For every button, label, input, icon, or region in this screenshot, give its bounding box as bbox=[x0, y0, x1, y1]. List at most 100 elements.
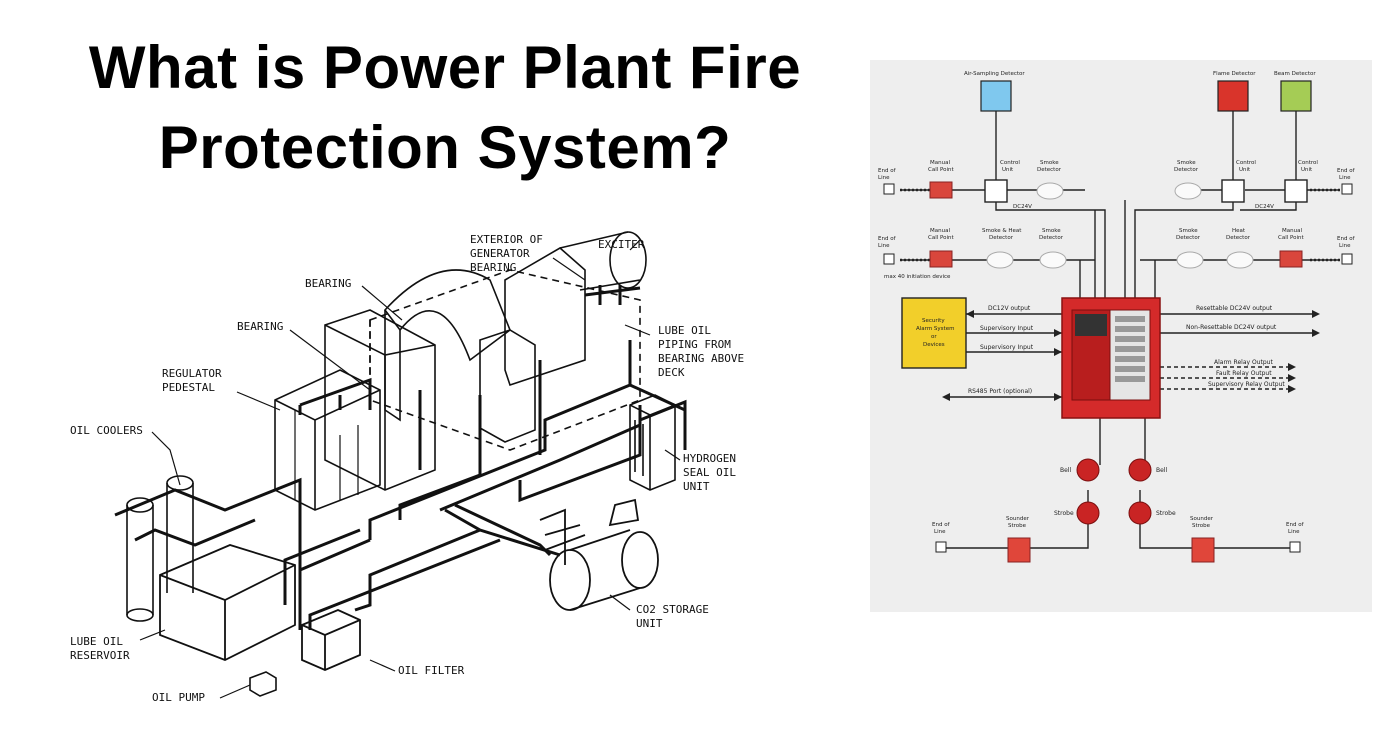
end-of-line-box-2 bbox=[1341, 183, 1353, 195]
end-of-line-box-5 bbox=[935, 541, 947, 553]
manual-call-point-1 bbox=[929, 181, 953, 199]
label-reservoir-2: RESERVOIR bbox=[70, 649, 130, 662]
manual-call-point-2 bbox=[929, 250, 953, 268]
label-sounder-2b: Strobe bbox=[1192, 523, 1211, 529]
lube-oil-piping bbox=[114, 285, 687, 630]
security-alarm-box bbox=[901, 297, 967, 369]
sounder-strobe-2 bbox=[1191, 537, 1215, 563]
label-mcp-2b: Call Point bbox=[928, 235, 955, 241]
label-cu-1b: Unit bbox=[1002, 167, 1014, 173]
label-sd-3b: Detector bbox=[1039, 235, 1064, 241]
label-sd-1b: Detector bbox=[1037, 167, 1062, 173]
label-strobe-1: Strobe bbox=[1054, 510, 1074, 517]
label-sd-4a: Smoke bbox=[1179, 228, 1198, 234]
control-unit-3 bbox=[1284, 179, 1308, 203]
label-bell-1: Bell bbox=[1060, 467, 1071, 474]
label-bearing-mid: BEARING bbox=[237, 320, 283, 333]
label-regulator-1: REGULATOR bbox=[162, 367, 222, 380]
label-dc24v-1: DC24V bbox=[1013, 204, 1032, 210]
label-eol-3a: End of bbox=[878, 236, 897, 242]
label-eol-4a: End of bbox=[1337, 236, 1356, 242]
page-title: What is Power Plant Fire Protection Syst… bbox=[20, 28, 870, 188]
label-hydrogen-1: HYDROGEN bbox=[683, 452, 736, 465]
label-co2-1: CO2 STORAGE bbox=[636, 603, 709, 616]
oil-filter bbox=[301, 609, 361, 671]
smoke-heat-detector bbox=[986, 251, 1014, 269]
label-hydrogen-2: SEAL OIL bbox=[683, 466, 736, 479]
label-sounder-2a: Sounder bbox=[1190, 516, 1214, 522]
label-oil-filter: OIL FILTER bbox=[398, 664, 465, 677]
label-regulator-2: PEDESTAL bbox=[162, 381, 215, 394]
bearing-block bbox=[324, 309, 436, 491]
smoke-detector-2 bbox=[1174, 182, 1202, 200]
label-security-1: Security bbox=[922, 318, 945, 324]
label-cu-1a: Control bbox=[1000, 160, 1020, 166]
label-exterior-bearing-2: GENERATOR bbox=[470, 247, 530, 260]
label-mcp-3b: Call Point bbox=[1278, 235, 1305, 241]
label-mcp-3a: Manual bbox=[1282, 228, 1302, 234]
dotted-links bbox=[900, 188, 1340, 262]
label-zone-note: max 40 initiation device bbox=[884, 274, 951, 280]
label-dc12v: DC12V output bbox=[988, 305, 1031, 312]
regulator-pedestal bbox=[274, 369, 381, 511]
label-flame: Flame Detector bbox=[1213, 71, 1256, 77]
generator-stator bbox=[383, 269, 511, 422]
label-oil-coolers: OIL COOLERS bbox=[70, 424, 143, 437]
label-strobe-2: Strobe bbox=[1156, 510, 1176, 517]
hydrogen-seal-oil-unit bbox=[629, 394, 676, 491]
label-alarm-relay: Alarm Relay Output bbox=[1214, 359, 1273, 366]
label-lube-piping-3: BEARING ABOVE bbox=[658, 352, 744, 365]
smoke-detector-3 bbox=[1039, 251, 1067, 269]
label-air-sampling: Air-Sampling Detector bbox=[964, 71, 1025, 77]
oil-pump bbox=[249, 671, 277, 697]
label-security-3: or bbox=[931, 334, 937, 340]
label-sd-1a: Smoke bbox=[1040, 160, 1059, 166]
label-sup-relay: Supervisory Relay Output bbox=[1208, 381, 1285, 388]
label-sd-2a: Smoke bbox=[1177, 160, 1196, 166]
label-eol-6b: Line bbox=[1288, 529, 1300, 535]
end-of-line-box-6 bbox=[1289, 541, 1301, 553]
air-sampling-detector bbox=[980, 80, 1012, 112]
label-eol-5a: End of bbox=[932, 522, 951, 528]
end-of-line-box-1 bbox=[883, 183, 895, 195]
label-mcp-1a: Manual bbox=[930, 160, 950, 166]
manual-call-point-3 bbox=[1279, 250, 1303, 268]
label-cu-3b: Unit bbox=[1301, 167, 1313, 173]
strobe-2 bbox=[1128, 501, 1152, 525]
label-shd-b: Detector bbox=[989, 235, 1014, 241]
label-sd-4b: Detector bbox=[1176, 235, 1201, 241]
label-shd-a: Smoke & Heat bbox=[982, 228, 1022, 234]
label-heat-a: Heat bbox=[1232, 228, 1246, 234]
heat-detector bbox=[1226, 251, 1254, 269]
label-sounder-1a: Sounder bbox=[1006, 516, 1030, 522]
smoke-detector-1 bbox=[1036, 182, 1064, 200]
label-eol-1b: Line bbox=[878, 175, 890, 181]
label-exterior-bearing-1: EXTERIOR OF bbox=[470, 233, 543, 246]
label-eol-3b: Line bbox=[878, 243, 890, 249]
label-rs485: RS485 Port (optional) bbox=[968, 388, 1032, 395]
label-cu-2a: Control bbox=[1236, 160, 1256, 166]
label-reservoir-1: LUBE OIL bbox=[70, 635, 123, 648]
lube-oil-reservoir bbox=[159, 544, 296, 661]
label-security-4: Devices bbox=[923, 342, 945, 348]
label-non-resettable: Non-Resettable DC24V output bbox=[1186, 324, 1277, 331]
bell-2 bbox=[1128, 458, 1152, 482]
label-bell-2: Bell bbox=[1156, 467, 1167, 474]
label-sd-3a: Smoke bbox=[1042, 228, 1061, 234]
leader-lines bbox=[139, 239, 681, 699]
label-dc24v-2: DC24V bbox=[1255, 204, 1274, 210]
page-title-line-1: What is Power Plant Fire bbox=[88, 34, 802, 101]
label-lube-piping-4: DECK bbox=[658, 366, 685, 379]
fire-alarm-control-panel bbox=[1061, 297, 1161, 419]
exciter bbox=[504, 231, 647, 387]
label-co2-2: UNIT bbox=[636, 617, 663, 630]
label-beam: Beam Detector bbox=[1274, 71, 1316, 77]
label-resettable: Resettable DC24V output bbox=[1196, 305, 1273, 312]
label-eol-2a: End of bbox=[1337, 168, 1356, 174]
smoke-detector-4 bbox=[1176, 251, 1204, 269]
generator-lube-oil-diagram: EXTERIOR OF GENERATOR BEARING EXCITER BE… bbox=[70, 231, 744, 704]
arrowheads bbox=[942, 310, 1320, 401]
end-of-line-box-4 bbox=[1341, 253, 1353, 265]
io-lines bbox=[948, 313, 1314, 398]
control-unit-2 bbox=[1221, 179, 1245, 203]
